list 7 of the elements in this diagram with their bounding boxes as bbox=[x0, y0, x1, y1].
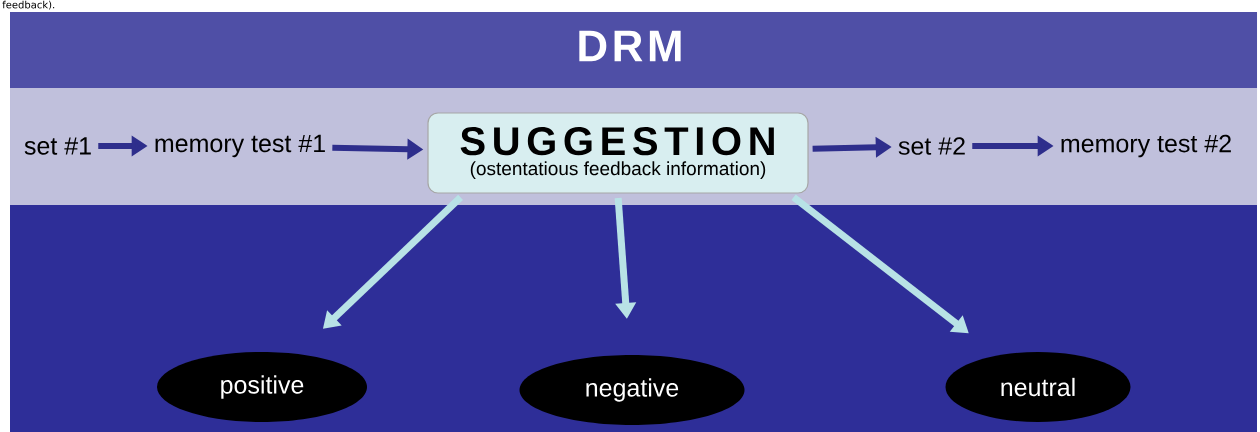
suggestion-box: SUGGESTION (ostentatious feedback information) bbox=[427, 112, 809, 194]
caption-fragment: feedback). bbox=[2, 0, 55, 10]
step-label: set #2 bbox=[898, 137, 965, 155]
title: DRM bbox=[579, 30, 681, 62]
step-label: set #1 bbox=[24, 137, 91, 155]
step-label: memory test #2 bbox=[1061, 134, 1231, 158]
step-label: memory test #1 bbox=[155, 134, 325, 158]
